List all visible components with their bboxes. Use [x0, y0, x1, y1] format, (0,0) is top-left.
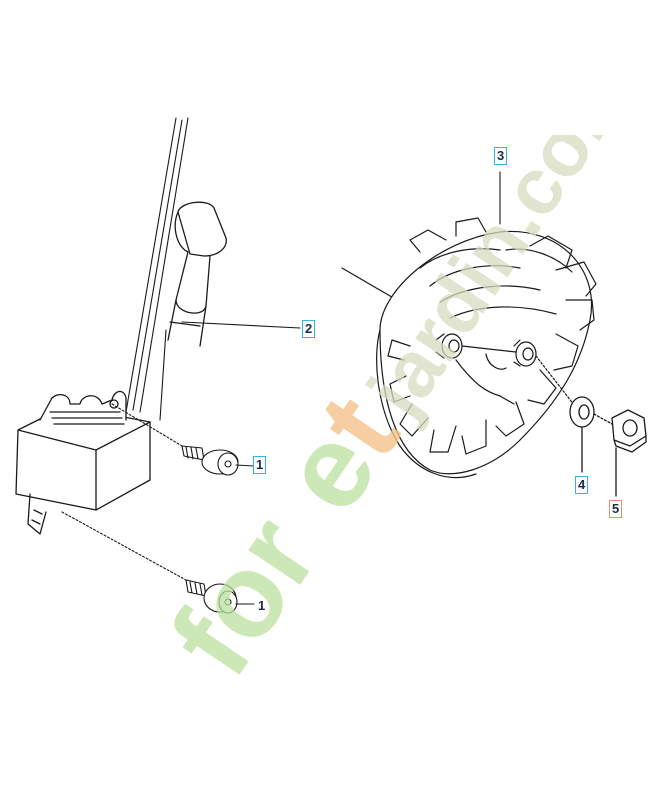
callout-part-2[interactable]: 2 — [302, 320, 316, 338]
screw-upper — [111, 403, 255, 476]
callout-part-1-upper[interactable]: 1 — [253, 456, 267, 474]
callout-part-3[interactable]: 3 — [494, 147, 508, 165]
ignition-module-arm — [125, 117, 189, 421]
callout-part-5[interactable]: 5 — [609, 500, 623, 518]
spark-plug-boot — [167, 201, 227, 347]
callout-part-1-lower[interactable]: 1 — [258, 598, 266, 613]
ignition-coil-module — [15, 390, 151, 535]
screw-lower — [61, 511, 255, 614]
callout-part-4[interactable]: 4 — [575, 476, 589, 494]
nut — [593, 409, 647, 497]
washer — [569, 396, 595, 473]
leader-line-2 — [181, 321, 301, 329]
flywheel — [341, 217, 597, 479]
